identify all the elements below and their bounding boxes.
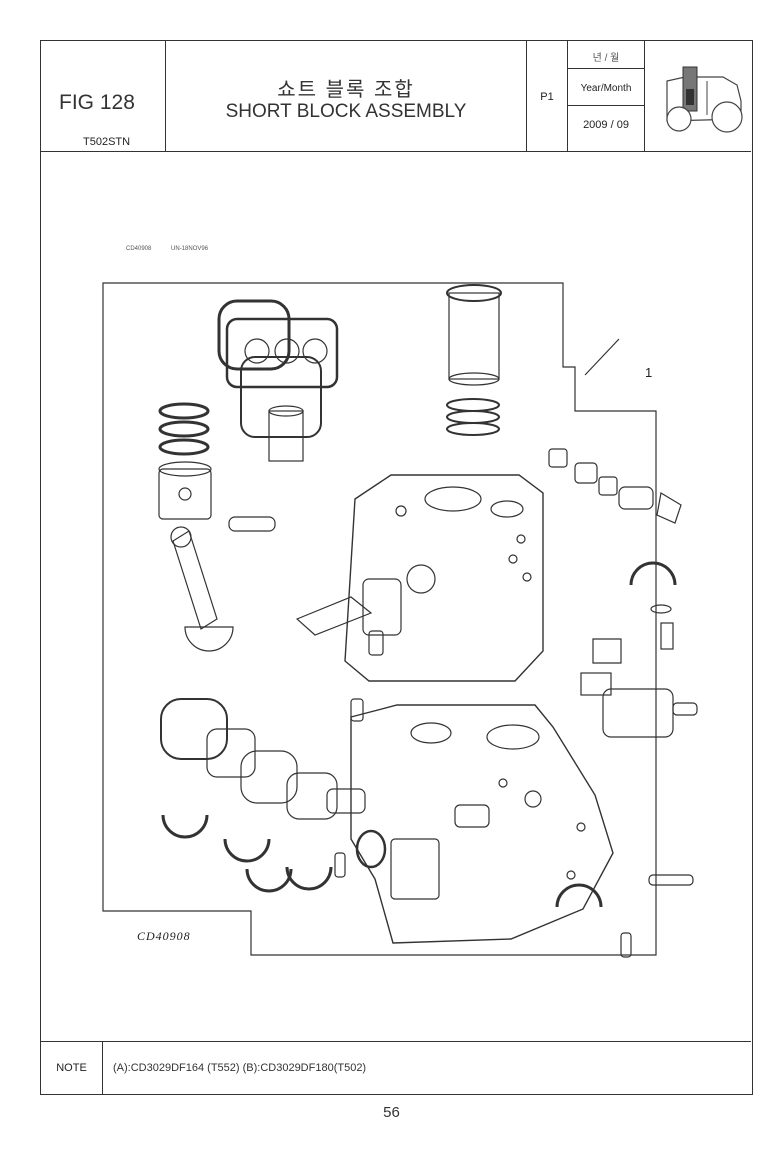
upper-engine-block (295, 474, 544, 682)
boundary-outline (102, 282, 657, 956)
page-code-cell: P1 (527, 41, 568, 151)
date-label-korean: 년 / 월 (592, 53, 620, 64)
page-code: P1 (540, 91, 554, 103)
page-frame: FIG 128 T502STN 쇼트 블록 조합 SHORT BLOCK ASS… (40, 40, 753, 1095)
diagram-ref-codes: CD40908 UN-18NOV96 (126, 246, 226, 252)
fig-cell: FIG 128 T502STN (41, 41, 166, 151)
exploded-parts-diagram: 1 (102, 282, 698, 958)
model-code: T502STN (83, 136, 131, 148)
oil-filter (268, 410, 304, 462)
title-english: SHORT BLOCK ASSEMBLY (225, 101, 467, 122)
title-korean: 쇼트 블록 조합 (277, 79, 415, 101)
connecting-rod (172, 530, 218, 630)
header: FIG 128 T502STN 쇼트 블록 조합 SHORT BLOCK ASS… (41, 41, 751, 152)
lower-engine-block (350, 704, 614, 944)
head-gasket (217, 299, 291, 371)
cylinder-liner (448, 292, 500, 380)
date-value: 2009 / 09 (583, 119, 629, 131)
camshaft (548, 448, 682, 524)
diagram-caption: CD40908 (137, 929, 191, 943)
page-number: 56 (383, 1104, 400, 1121)
piston (158, 468, 212, 520)
ref-code-right: UN-18NOV96 (171, 246, 209, 252)
date-label: Year/Month (580, 83, 632, 94)
tractor-icon-cell (645, 41, 751, 151)
ref-code-left: CD40908 (126, 246, 152, 252)
note-label: NOTE (41, 1042, 103, 1095)
oil-pump (602, 688, 674, 738)
note-text: (A):CD3029DF164 (T552) (B):CD3029DF180(T… (113, 1062, 367, 1074)
tractor-icon (666, 66, 743, 133)
fig-number: FIG 128 (59, 91, 135, 114)
note-row: NOTE (A):CD3029DF164 (T552) (B):CD3029DF… (41, 1041, 751, 1095)
title-cell: 쇼트 블록 조합 SHORT BLOCK ASSEMBLY (166, 41, 527, 151)
callout-number: 1 (645, 365, 652, 380)
date-cell: 년 / 월 Year/Month 2009 / 09 (568, 41, 645, 151)
